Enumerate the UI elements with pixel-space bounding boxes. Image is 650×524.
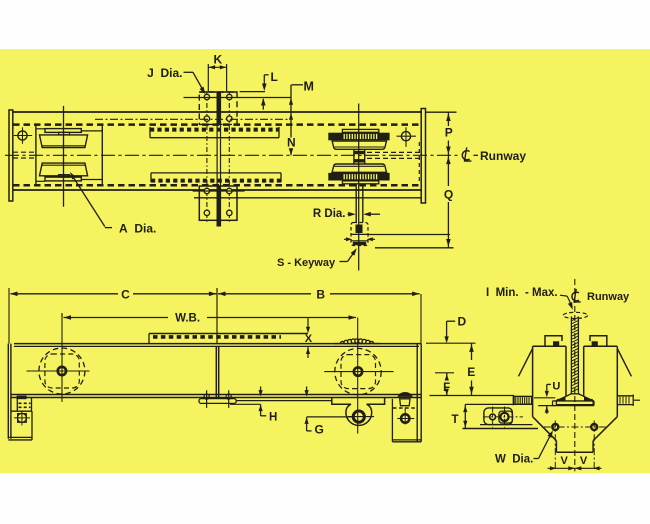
svg-text:C: C [121, 287, 130, 301]
svg-text:E: E [467, 365, 475, 379]
svg-text:W Dia.: W Dia. [495, 454, 533, 466]
svg-text:U: U [552, 381, 560, 393]
svg-text:V: V [561, 455, 569, 467]
svg-text:P: P [445, 126, 453, 140]
svg-text:L: L [271, 70, 278, 84]
svg-text:B: B [316, 288, 325, 302]
svg-text:I Min. - Max.: I Min. - Max. [486, 287, 558, 299]
svg-text:T: T [451, 414, 458, 426]
svg-text:S - Keyway: S - Keyway [277, 257, 336, 269]
svg-text:H: H [269, 412, 277, 424]
svg-text:D: D [458, 315, 467, 329]
svg-text:V: V [580, 455, 588, 467]
svg-text:F: F [443, 382, 450, 394]
svg-text:Runway: Runway [587, 291, 630, 303]
svg-text:Q: Q [444, 188, 453, 202]
svg-text:W.B.: W.B. [175, 313, 200, 325]
svg-text:R Dia.: R Dia. [313, 208, 346, 220]
svg-text:A Dia.: A Dia. [119, 221, 156, 235]
svg-text:Runway: Runway [480, 149, 526, 163]
svg-text:G: G [315, 423, 324, 437]
svg-text:X: X [305, 333, 313, 345]
svg-text:J Dia.: J Dia. [147, 66, 182, 80]
svg-text:K: K [213, 53, 222, 67]
svg-text:N: N [287, 136, 296, 150]
svg-text:M: M [304, 80, 314, 94]
